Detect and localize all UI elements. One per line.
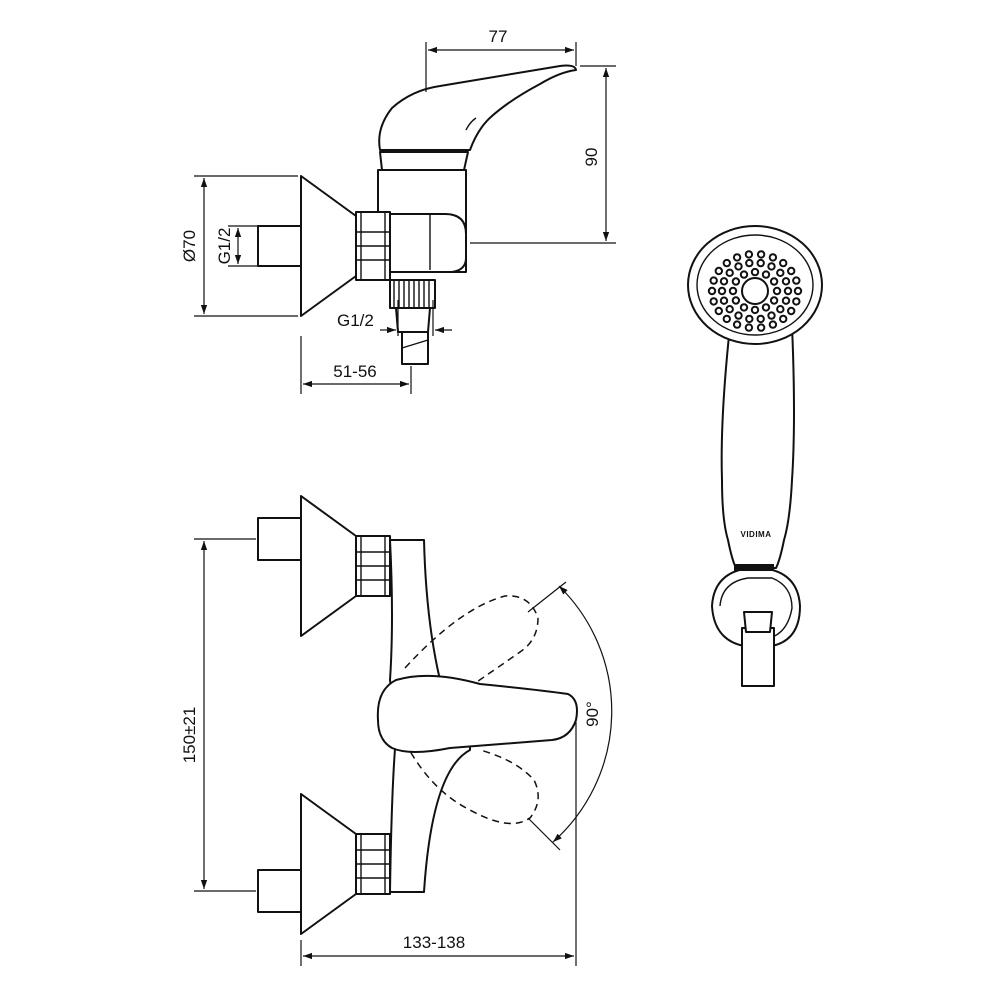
nozzle-icon [776, 268, 785, 277]
nozzle-icon [792, 297, 801, 306]
nozzle-icon [739, 303, 749, 312]
nozzle-icon [731, 296, 741, 305]
hand-shower: VIDIMA [687, 225, 823, 687]
nozzle-icon [714, 266, 723, 276]
dimension-diameter-70: Ø70 [180, 175, 298, 317]
nozzle-icon [756, 314, 765, 324]
nozzle-icon [732, 320, 742, 329]
nozzle-icon [731, 277, 741, 286]
nozzle-icon [722, 314, 731, 324]
dimension-90-label: 90 [582, 148, 601, 167]
nozzle-icon [781, 277, 791, 286]
dimension-inlet-thread-label: G1/2 [215, 228, 234, 265]
nozzle-icon [709, 276, 718, 285]
front-view [257, 495, 578, 935]
nozzle-icon [745, 314, 754, 324]
nozzle-icon [722, 258, 731, 268]
nozzle-icon [739, 270, 749, 279]
dimension-150-label: 150±21 [180, 707, 199, 764]
nozzle-icon [756, 323, 766, 332]
dimension-angle-90: 90° [527, 581, 613, 851]
nozzle-icon [709, 297, 718, 306]
nozzle-icon [707, 286, 717, 296]
dimension-90: 90 [470, 65, 616, 244]
dimension-133-138-label: 133-138 [403, 933, 465, 952]
nozzle-icon [779, 258, 788, 268]
nozzle-icon [772, 286, 782, 296]
nozzle-icon [725, 305, 734, 314]
nozzle-icon [745, 258, 754, 268]
nozzle-icon [734, 262, 743, 271]
side-view [257, 64, 577, 365]
nozzle-icon [776, 305, 785, 314]
dimension-133-138: 133-138 [300, 722, 577, 966]
dimension-outlet-thread: G1/2 [337, 300, 452, 336]
nozzle-icon [725, 268, 734, 277]
dimension-77-label: 77 [489, 27, 508, 46]
nozzle-icon [787, 306, 796, 316]
nozzle-icon [767, 311, 776, 320]
nozzle-icon [761, 270, 771, 279]
nozzle-icon [781, 296, 791, 305]
nozzle-icon [756, 258, 765, 268]
spray-nozzles [707, 250, 803, 332]
nozzle-icon [793, 286, 803, 296]
nozzle-icon [783, 286, 793, 296]
dimension-51-56-label: 51-56 [333, 362, 376, 381]
brand-label: VIDIMA [741, 530, 772, 539]
nozzle-icon [767, 262, 776, 271]
nozzle-icon [750, 267, 760, 277]
nozzle-icon [787, 266, 796, 276]
dimension-150: 150±21 [180, 538, 256, 892]
nozzle-icon [769, 277, 779, 286]
dimension-outlet-thread-label: G1/2 [337, 311, 374, 330]
nozzle-icon [769, 296, 779, 305]
nozzle-icon [768, 253, 778, 262]
nozzle-icon [717, 286, 727, 296]
nozzle-icon [756, 250, 766, 259]
nozzle-icon [750, 305, 760, 315]
nozzle-icon [744, 250, 754, 259]
nozzle-icon [792, 276, 801, 285]
nozzle-icon [719, 277, 729, 286]
nozzle-icon [732, 253, 742, 262]
nozzle-icon [761, 303, 771, 312]
dimension-51-56: 51-56 [300, 336, 412, 394]
dimension-inlet-thread: G1/2 [215, 225, 258, 267]
dimension-77: 77 [425, 27, 577, 92]
nozzle-icon [744, 323, 754, 332]
nozzle-icon [719, 296, 729, 305]
nozzle-icon [734, 311, 743, 320]
dimension-diameter-70-label: Ø70 [180, 230, 199, 262]
nozzle-icon [768, 320, 778, 329]
nozzle-icon [779, 314, 788, 324]
nozzle-icon [728, 286, 738, 296]
dimension-angle-90-label: 90° [583, 701, 602, 727]
nozzle-icon [714, 306, 723, 316]
